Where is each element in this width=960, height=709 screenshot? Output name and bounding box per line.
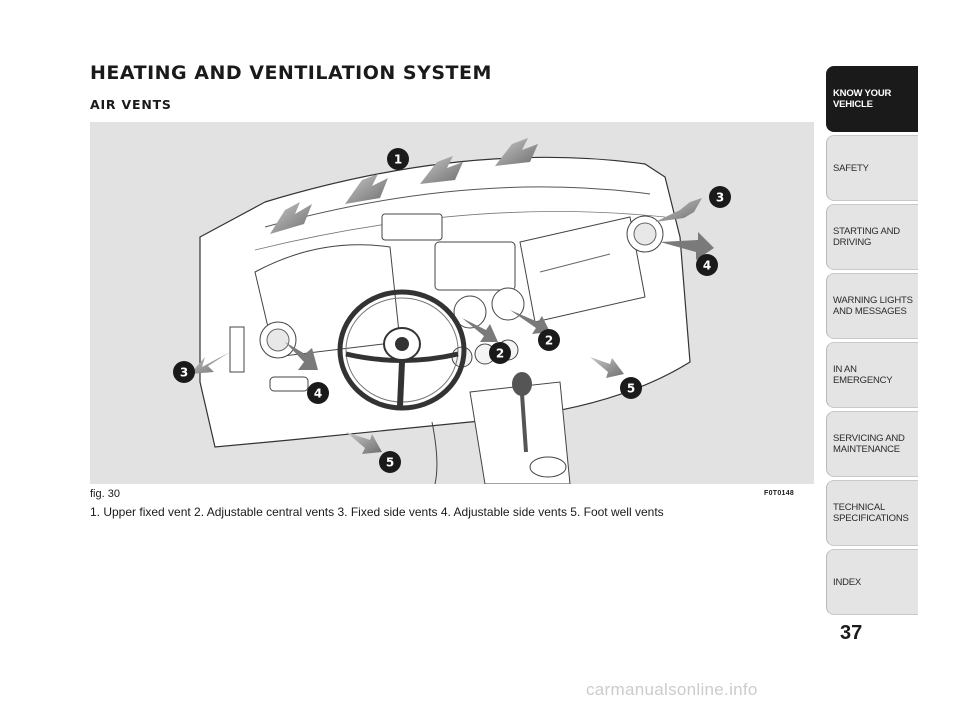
tab-label: SAFETY xyxy=(833,162,869,174)
tab-label: INDEX xyxy=(833,576,862,588)
central-vent-arrow-left xyxy=(462,318,498,342)
tab-label: SERVICING AND MAINTENANCE xyxy=(833,433,905,455)
left-adjustable-vent-arrow xyxy=(285,342,318,370)
figure-caption: 1. Upper fixed vent 2. Adjustable centra… xyxy=(90,505,664,519)
tab-servicing-and-maintenance[interactable]: SERVICING AND MAINTENANCE xyxy=(826,411,918,477)
callout-3-left: 3 xyxy=(173,361,195,383)
right-adjustable-vent-arrow xyxy=(660,232,714,260)
page-number: 37 xyxy=(840,622,863,644)
callout-4-left: 4 xyxy=(307,382,329,404)
svg-text:3: 3 xyxy=(716,191,724,205)
svg-text:5: 5 xyxy=(386,456,394,470)
svg-text:2: 2 xyxy=(496,347,504,361)
tab-know-your-vehicle[interactable]: KNOW YOUR VEHICLE xyxy=(826,66,918,132)
upper-vent-airflow-arrows xyxy=(270,138,538,234)
footwell-arrow-left xyxy=(346,432,382,454)
tab-index[interactable]: INDEX xyxy=(826,549,918,615)
footwell-arrow-right xyxy=(590,357,624,378)
central-vent-right xyxy=(491,287,525,321)
callout-4-right: 4 xyxy=(696,254,718,276)
svg-text:4: 4 xyxy=(314,387,322,401)
steering-wheel xyxy=(337,289,467,411)
callout-5-left: 5 xyxy=(379,451,401,473)
tab-starting-and-driving[interactable]: STARTING AND DRIVING xyxy=(826,204,918,270)
figure-label: fig. 30 xyxy=(90,488,120,500)
tab-technical-specifications[interactable]: TECHNICAL SPECIFICATIONS xyxy=(826,480,918,546)
dashboard-air-vents-figure: 1 2 2 3 3 4 4 5 xyxy=(90,122,814,484)
section-subtitle: AIR VENTS xyxy=(90,97,172,112)
tab-safety[interactable]: SAFETY xyxy=(826,135,918,201)
svg-text:3: 3 xyxy=(180,366,188,380)
chapter-tabs: KNOW YOUR VEHICLE SAFETY STARTING AND DR… xyxy=(826,66,918,618)
tab-label: KNOW YOUR VEHICLE xyxy=(833,88,892,110)
figure-code: F0T0148 xyxy=(764,490,795,497)
center-display xyxy=(434,241,516,291)
tab-in-an-emergency[interactable]: IN AN EMERGENCY xyxy=(826,342,918,408)
callout-2-right: 2 xyxy=(538,329,560,351)
watermark: carmanualsonline.info xyxy=(586,680,758,699)
tab-label: IN AN EMERGENCY xyxy=(833,364,893,386)
tab-label: STARTING AND DRIVING xyxy=(833,226,900,248)
callout-3-right: 3 xyxy=(709,186,731,208)
callout-5-right: 5 xyxy=(620,377,642,399)
svg-text:4: 4 xyxy=(703,259,711,273)
callout-1: 1 xyxy=(387,148,409,170)
right-fixed-vent-arrow xyxy=(655,198,702,222)
central-vent-arrow-right xyxy=(510,310,550,334)
left-fixed-vent-arrow xyxy=(190,352,230,374)
svg-text:1: 1 xyxy=(394,153,402,167)
dashboard-illustration: 1 2 2 3 3 4 4 5 xyxy=(173,138,731,484)
section-title: HEATING AND VENTILATION SYSTEM xyxy=(90,62,492,84)
central-vent-left xyxy=(453,295,487,329)
svg-text:2: 2 xyxy=(545,334,553,348)
tab-warning-lights[interactable]: WARNING LIGHTS AND MESSAGES xyxy=(826,273,918,339)
tab-label: WARNING LIGHTS AND MESSAGES xyxy=(833,295,913,317)
callout-2-center: 2 xyxy=(489,342,511,364)
tab-label: TECHNICAL SPECIFICATIONS xyxy=(833,502,909,524)
svg-text:5: 5 xyxy=(627,382,635,396)
